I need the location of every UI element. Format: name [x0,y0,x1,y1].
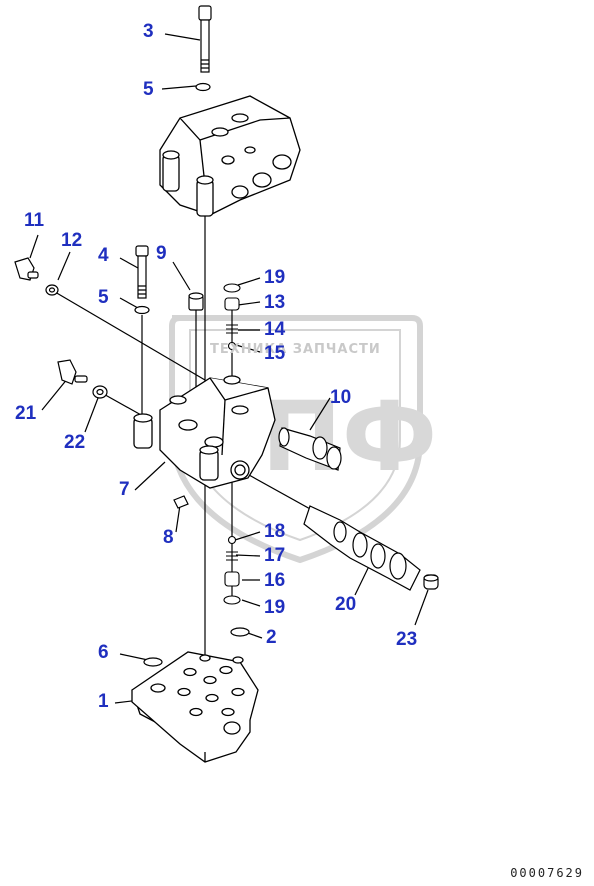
base-plate-part-1 [131,651,259,763]
callout-19-lower: 19 [264,597,286,618]
nut-part-22 [92,385,108,399]
callout-5-lower: 5 [98,287,109,308]
spool-part-10 [278,427,342,471]
ball-part-18 [227,535,237,545]
plug-part-23 [423,574,439,590]
callout-11: 11 [24,210,45,231]
callout-2: 2 [266,627,277,648]
callout-16: 16 [264,570,286,591]
plug-part-6 [143,657,163,667]
watermark-text: ТЕХНИКА ЗАПЧАСТИ [210,342,381,357]
plug-part-16 [224,571,240,587]
bracket-part-21 [57,359,88,385]
washer-part-5-lower [134,305,150,315]
callout-17: 17 [264,545,286,566]
callout-12: 12 [61,230,83,251]
callout-6: 6 [98,642,109,663]
small-parts-stack-upper [223,283,241,351]
callout-13: 13 [264,292,286,313]
callout-4: 4 [98,245,109,266]
upper-valve-body [159,95,301,217]
callout-19-upper: 19 [264,267,286,288]
callout-21: 21 [15,403,37,424]
ball-part-15 [227,341,237,351]
small-parts-stack-lower [223,535,241,605]
washer-part-5-upper [195,82,211,92]
callout-18: 18 [264,521,286,542]
callout-22: 22 [64,432,86,453]
callout-14: 14 [264,319,286,340]
plug-part-8 [173,495,189,509]
callout-7: 7 [119,479,130,500]
spring-part-17 [226,551,238,561]
o-ring-part-19-lower [223,595,241,605]
plug-part-9 [188,292,204,311]
callout-8: 8 [163,527,174,548]
callout-15: 15 [264,343,286,364]
callout-3: 3 [143,21,154,42]
bolt-part-3 [198,5,212,73]
bracket-part-11 [14,257,39,281]
spring-part-14 [226,324,238,334]
nut-part-12 [45,284,59,296]
o-ring-part-19-upper [223,283,241,293]
plug-part-13 [224,297,240,311]
callout-1: 1 [98,691,109,712]
bolt-part-4 [135,245,149,299]
catalog-number: 00007629 [510,866,584,880]
callout-9: 9 [156,243,167,264]
callout-10: 10 [330,387,352,408]
spool-assembly-part-20 [303,505,421,591]
callout-23: 23 [396,629,418,650]
callout-5: 5 [143,79,154,100]
plug-part-2 [230,627,250,637]
middle-valve-body [133,375,276,489]
callout-20: 20 [335,594,357,615]
